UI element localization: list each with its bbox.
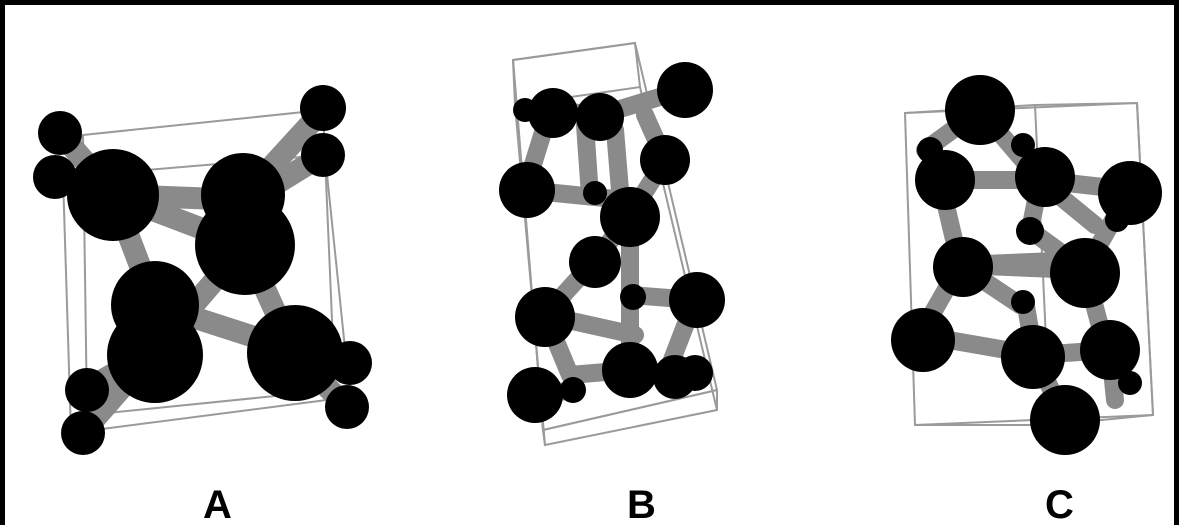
panel-label-b: B <box>627 483 656 527</box>
structure-c <box>891 75 1162 455</box>
atoms-a <box>33 85 372 455</box>
structure-b <box>499 41 725 447</box>
atoms-c <box>891 75 1162 455</box>
crystal-structures <box>33 41 1162 455</box>
panel-label-c: C <box>1045 483 1074 527</box>
structure-a <box>33 85 372 455</box>
panel-label-a: A <box>203 483 232 527</box>
atoms-b <box>499 62 725 423</box>
